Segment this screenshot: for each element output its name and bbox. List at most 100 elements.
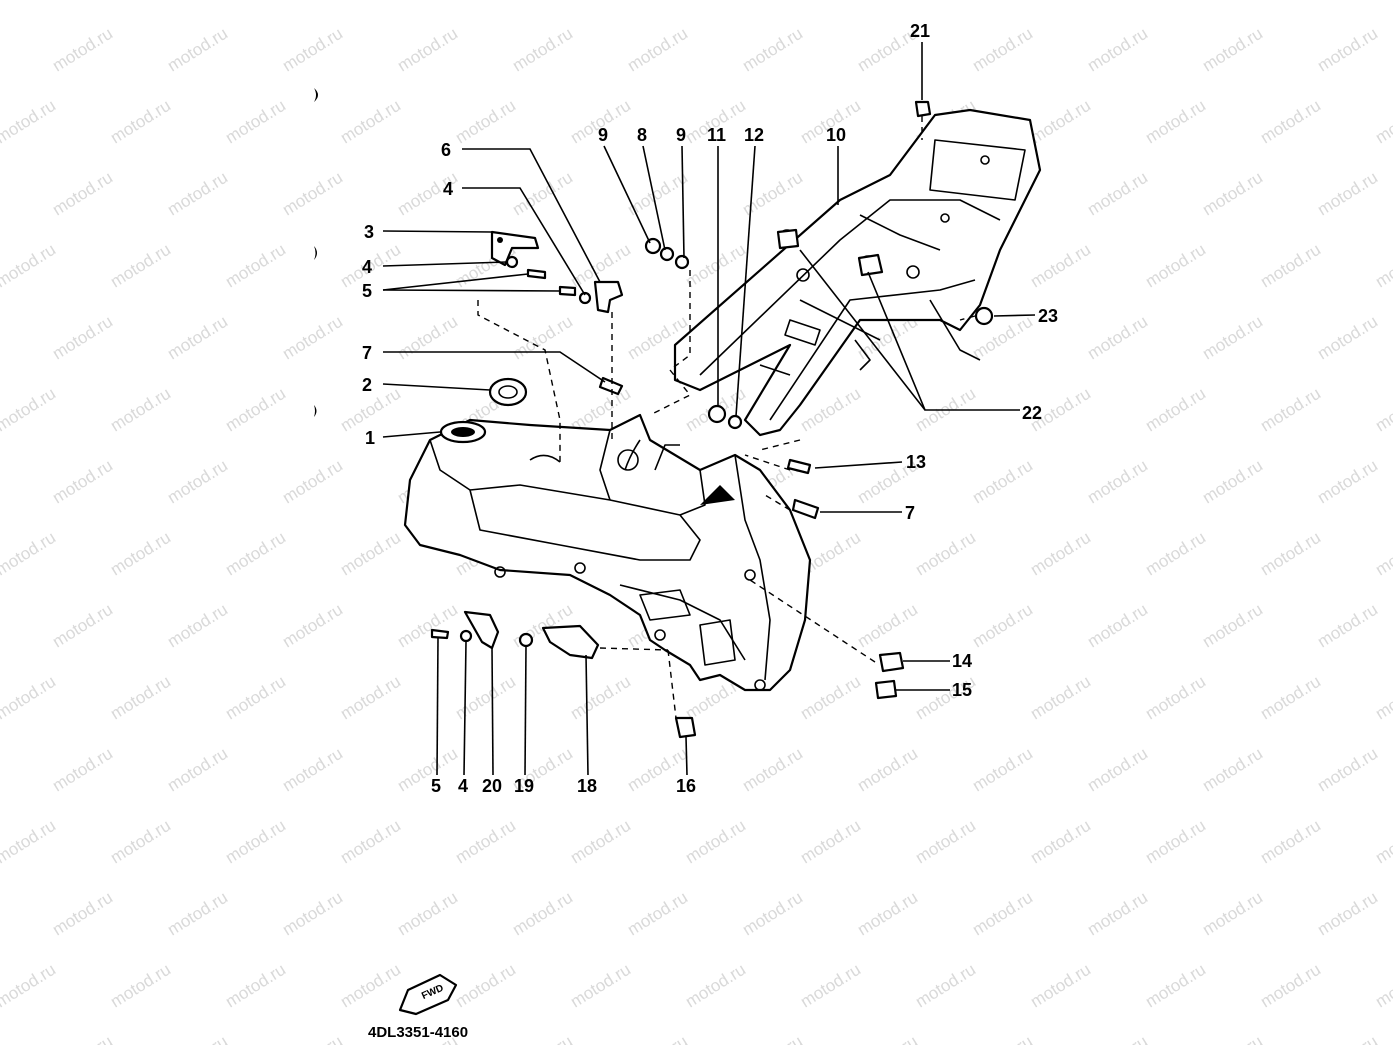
watermark-text: motod.ru (394, 312, 461, 364)
watermark-text: motod.ru (107, 672, 174, 724)
callout-3: 3 (364, 222, 374, 242)
watermark-text: motod.ru (1084, 24, 1151, 76)
watermark-text: motod.ru (279, 744, 346, 796)
watermark-text: motod.ru (0, 168, 1, 220)
callout-5: 5 (431, 776, 441, 796)
watermark-text: motod.ru (49, 456, 116, 508)
callout-20: 20 (482, 776, 502, 796)
watermark-text: motod.ru (969, 744, 1036, 796)
watermark-text: motod.ru (1314, 24, 1381, 76)
watermark-text: motod.ru (0, 312, 1, 364)
watermark-text: motod.ru (452, 960, 519, 1012)
watermark-text: motod.ru (509, 888, 576, 940)
watermark-text: motod.ru (279, 888, 346, 940)
callout-7: 7 (905, 503, 915, 523)
watermark-text: motod.ru (912, 816, 979, 868)
watermark-text: motod.ru (0, 672, 59, 724)
watermark-text: motod.ru (394, 24, 461, 76)
watermark-text: motod.ru (0, 744, 1, 796)
callout-6: 6 (441, 140, 451, 160)
watermark-text: motod.ru (969, 456, 1036, 508)
watermark-text: motod.ru (624, 24, 691, 76)
watermark-text: motod.ru (1257, 528, 1324, 580)
callout-18: 18 (577, 776, 597, 796)
watermark-text: motod.ru (279, 24, 346, 76)
small-parts (430, 100, 994, 739)
watermark-text: motod.ru (1142, 960, 1209, 1012)
watermark-text: motod.ru (1027, 240, 1094, 292)
watermark-text: motod.ru (49, 312, 116, 364)
watermark-text: motod.ru (452, 96, 519, 148)
watermark-text: motod.ru (1142, 384, 1209, 436)
watermark-text: motod.ru (1314, 312, 1381, 364)
callout-23: 23 (1038, 306, 1058, 326)
watermark-text: motod.ru (1084, 168, 1151, 220)
watermark-text: motod.ru (164, 888, 231, 940)
watermark-text: motod.ru (107, 0, 174, 3)
watermark-text: motod.ru (49, 744, 116, 796)
drawing-code: 4DL3351-4160 (368, 1024, 468, 1041)
watermark-text: motod.ru (739, 168, 806, 220)
watermark-text: motod.ru (394, 600, 461, 652)
watermark-text: motod.ru (969, 1032, 1036, 1045)
watermark-text: motod.ru (567, 672, 634, 724)
watermark-text: motod.ru (222, 816, 289, 868)
watermark-text: motod.ru (1314, 456, 1381, 508)
watermark-text: motod.ru (1142, 0, 1209, 3)
watermark-text: motod.ru (337, 528, 404, 580)
assembly-dash-lines (477, 116, 976, 719)
watermark-text: motod.ru (49, 600, 116, 652)
watermark-text: motod.ru (509, 24, 576, 76)
callout-13: 13 (906, 452, 926, 472)
watermark-text: motod.ru (567, 816, 634, 868)
watermark-text: motod.ru (337, 0, 404, 3)
callout-1: 1 (365, 428, 375, 448)
watermark-text: motod.ru (854, 600, 921, 652)
watermark-text: motod.ru (1199, 168, 1266, 220)
watermark-text: motod.ru (1372, 384, 1393, 436)
watermark-text: motod.ru (1142, 672, 1209, 724)
watermark-text: motod.ru (969, 600, 1036, 652)
watermark-text: motod.ru (107, 96, 174, 148)
callout-22: 22 (1022, 403, 1042, 423)
watermark-text: motod.ru (854, 1032, 921, 1045)
watermark-text: motod.ru (1084, 600, 1151, 652)
watermark-text: motod.ru (107, 528, 174, 580)
watermark-text: motod.ru (0, 96, 59, 148)
watermark-text: motod.ru (337, 816, 404, 868)
watermark-text: motod.ru (279, 1032, 346, 1045)
watermark-text: motod.ru (1257, 0, 1324, 3)
watermark-text: motod.ru (1199, 744, 1266, 796)
watermark-text: motod.ru (567, 0, 634, 3)
watermark-text: motod.ru (49, 24, 116, 76)
watermark-text: motod.ru (0, 600, 1, 652)
watermark-text: motod.ru (164, 24, 231, 76)
watermark-text: motod.ru (912, 0, 979, 3)
watermark-text: motod.ru (164, 168, 231, 220)
watermark-text: motod.ru (912, 528, 979, 580)
watermark-text: motod.ru (1257, 384, 1324, 436)
watermark-text: motod.ru (222, 0, 289, 3)
rear-subframe (673, 108, 1042, 437)
watermark-text: motod.ru (1257, 96, 1324, 148)
callout-11: 11 (707, 125, 726, 145)
callout-4: 4 (362, 257, 372, 277)
watermark-text: motod.ru (49, 1032, 116, 1045)
watermark-text: motod.ru (682, 0, 749, 3)
watermark-text: motod.ru (1199, 312, 1266, 364)
watermark-text: motod.ru (682, 240, 749, 292)
callout-12: 12 (744, 125, 764, 145)
watermark-text: motod.ru (739, 744, 806, 796)
watermark-text: motod.ru (394, 888, 461, 940)
watermark-text: motod.ru (1084, 1032, 1151, 1045)
leader-lines (382, 42, 1036, 776)
watermark-text: motod.ru (222, 672, 289, 724)
callouts: 1 2 3 4 5 4 6 7 9 8 9 11 12 10 21 23 22 … (362, 21, 1058, 796)
watermark-text: motod.ru (0, 24, 1, 76)
watermark-text: motod.ru (0, 888, 1, 940)
watermark-text: motod.ru (1084, 312, 1151, 364)
watermark-text: motod.ru (1257, 672, 1324, 724)
watermark-text: motod.ru (797, 816, 864, 868)
edge-marks (314, 88, 318, 417)
callout-9: 9 (676, 125, 686, 145)
